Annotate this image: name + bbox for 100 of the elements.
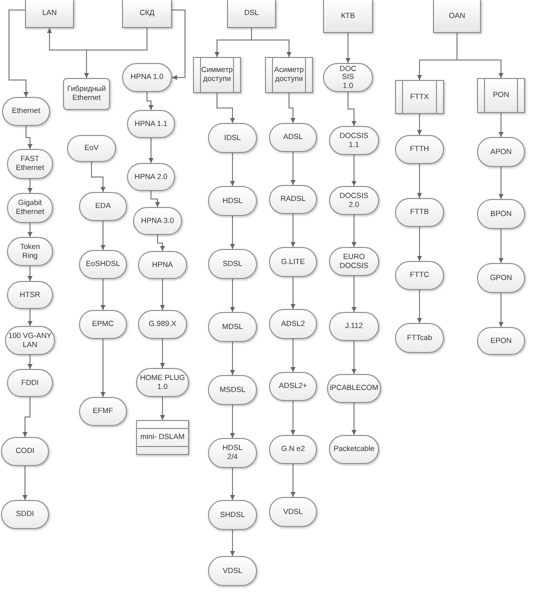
arrow — [352, 214, 356, 248]
arrow — [230, 468, 235, 500]
rounded-node — [329, 126, 379, 155]
header-box — [227, 0, 276, 28]
arrow — [498, 166, 504, 200]
arrow — [346, 32, 350, 64]
rounded-node — [477, 137, 525, 167]
rounded-node — [395, 135, 444, 164]
arrow — [290, 338, 296, 372]
header-box — [433, 0, 481, 33]
arrow — [456, 32, 504, 78]
rounded-node — [208, 186, 257, 216]
arrow — [498, 112, 504, 138]
rounded-node — [1, 437, 49, 466]
arrow — [352, 154, 356, 186]
rounded-node — [127, 110, 175, 138]
arrow — [230, 152, 235, 186]
arrow — [28, 178, 32, 194]
process-box — [265, 57, 313, 93]
rounded-node — [329, 312, 379, 341]
arrow — [100, 338, 106, 398]
rounded-node — [138, 251, 187, 279]
arrow — [160, 396, 165, 420]
arrow — [417, 114, 422, 136]
arrow — [100, 220, 106, 250]
rounded-node — [477, 263, 525, 293]
arrow — [251, 28, 292, 58]
rounded-node — [208, 249, 257, 279]
arrow — [290, 152, 296, 186]
arrow — [290, 464, 296, 498]
rounded-node — [2, 97, 50, 126]
arrow — [150, 190, 160, 208]
arrow — [91, 162, 106, 192]
arrow — [417, 290, 422, 324]
arrow — [28, 308, 32, 326]
arrow — [157, 234, 165, 252]
arrow — [352, 402, 356, 436]
rounded-node — [323, 63, 373, 92]
arrow — [8, 10, 28, 98]
arrow — [498, 228, 504, 264]
arrow — [417, 226, 422, 262]
arrow — [288, 92, 296, 124]
rounded-node — [79, 192, 127, 221]
arrow — [146, 92, 154, 110]
rounded-node — [7, 193, 53, 223]
arrow — [160, 278, 165, 310]
arrow — [230, 530, 235, 556]
arrow — [22, 396, 30, 438]
arrow — [230, 342, 235, 376]
rounded-box — [63, 78, 110, 110]
rounded-node — [327, 374, 381, 403]
arrow — [230, 404, 235, 438]
rounded-node — [208, 438, 257, 468]
arrow — [26, 126, 32, 150]
arrow — [160, 338, 165, 368]
rounded-node — [269, 247, 317, 277]
rounded-node — [269, 185, 317, 214]
rounded-node — [208, 375, 257, 405]
arrow — [28, 222, 32, 238]
rounded-node — [269, 123, 317, 152]
arrow — [290, 214, 296, 248]
rounded-node — [7, 369, 53, 397]
header-box — [122, 0, 172, 28]
arrow — [230, 278, 235, 312]
rounded-node — [138, 310, 187, 339]
arrow — [352, 340, 356, 374]
header-box — [25, 0, 74, 28]
rounded-node — [395, 198, 444, 227]
process-box — [395, 80, 444, 114]
rounded-node — [395, 261, 444, 290]
rounded-node — [269, 435, 317, 464]
arrow — [216, 92, 235, 124]
arrow — [348, 92, 356, 126]
process-box — [477, 78, 525, 113]
rounded-node — [477, 199, 525, 229]
rounded-node — [208, 500, 257, 530]
rounded-node — [477, 327, 525, 355]
rounded-node — [269, 497, 317, 527]
arrow — [498, 292, 504, 328]
rounded-node — [133, 207, 182, 235]
rounded-node — [79, 310, 127, 339]
arrow — [28, 354, 32, 370]
rounded-node — [7, 237, 53, 266]
rounded-node — [127, 163, 175, 191]
header-box — [323, 0, 373, 33]
process-box — [193, 57, 241, 93]
rounded-node — [208, 556, 257, 586]
rounded-node — [208, 123, 257, 153]
rounded-node — [395, 323, 444, 353]
rounded-node — [7, 281, 53, 309]
list-box — [136, 420, 189, 455]
arrow — [148, 138, 154, 164]
arrow — [290, 400, 296, 436]
arrow — [290, 276, 296, 310]
arrow — [352, 276, 356, 312]
rounded-node — [208, 312, 257, 342]
rounded-node — [67, 135, 116, 162]
rounded-node — [329, 435, 379, 464]
rounded-node — [7, 149, 53, 179]
rounded-node — [1, 500, 49, 529]
